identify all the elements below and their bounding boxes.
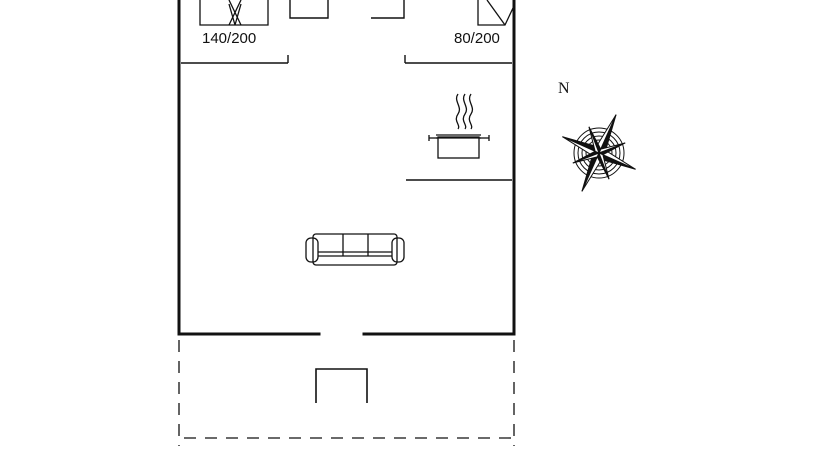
interior-walls [181,55,512,181]
cooking-pot-icon [428,93,490,159]
single-bed-icon [477,0,514,26]
double-bed-icon [199,0,269,26]
sofa-icon [305,233,405,266]
top-cabinets [289,0,405,19]
single-bed-size-label: 80/200 [454,30,500,47]
exterior-walls [177,0,516,336]
table-icon [315,368,368,403]
compass-rose-icon [562,114,636,192]
terrace-outline [178,340,515,446]
double-bed-size-label: 140/200 [202,30,257,47]
compass-north-label: N [558,80,570,97]
